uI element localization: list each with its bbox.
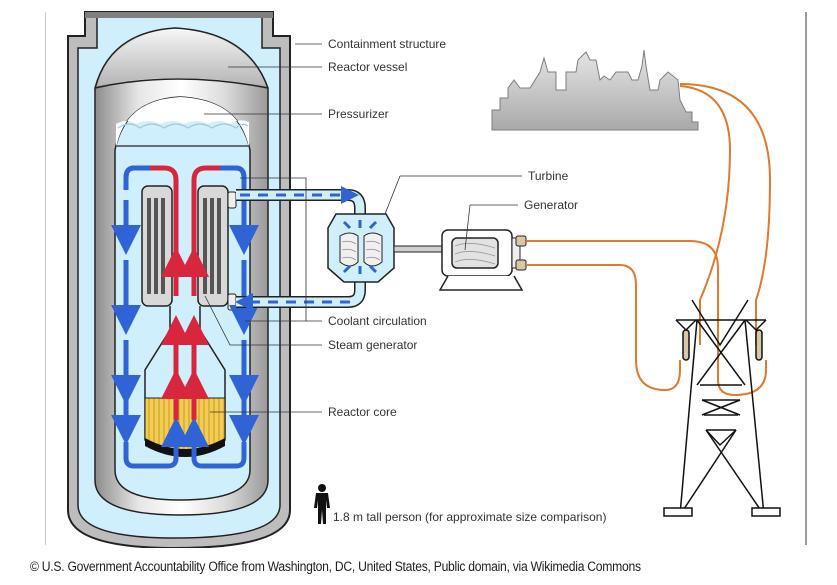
leader-lines xyxy=(204,43,522,413)
turbine xyxy=(327,213,395,283)
label-containment-structure: Containment structure xyxy=(328,37,446,51)
transmission-tower xyxy=(663,299,781,517)
power-lines xyxy=(526,83,772,397)
label-person-scale: 1.8 m tall person (for approximate size … xyxy=(333,510,606,524)
steam-pipes xyxy=(235,186,366,311)
label-reactor-core: Reactor core xyxy=(328,405,397,419)
person-icon xyxy=(314,484,330,524)
reactor-diagram: Containment structure Reactor vessel Pre… xyxy=(45,11,807,550)
label-coolant-circulation: Coolant circulation xyxy=(328,314,427,328)
label-turbine: Turbine xyxy=(528,169,569,183)
label-generator: Generator xyxy=(524,198,578,212)
city-skyline xyxy=(491,49,699,131)
frame-right-border xyxy=(805,12,807,545)
frame-left-border xyxy=(45,12,46,545)
generator xyxy=(438,229,527,291)
shaft xyxy=(393,245,443,253)
label-steam-generator: Steam generator xyxy=(328,338,417,352)
label-pressurizer: Pressurizer xyxy=(328,107,389,121)
reactor-core xyxy=(144,397,226,451)
image-attribution-caption: © U.S. Government Accountability Office … xyxy=(30,559,641,574)
label-reactor-vessel: Reactor vessel xyxy=(328,60,407,74)
pressurizer-steam xyxy=(116,97,249,148)
